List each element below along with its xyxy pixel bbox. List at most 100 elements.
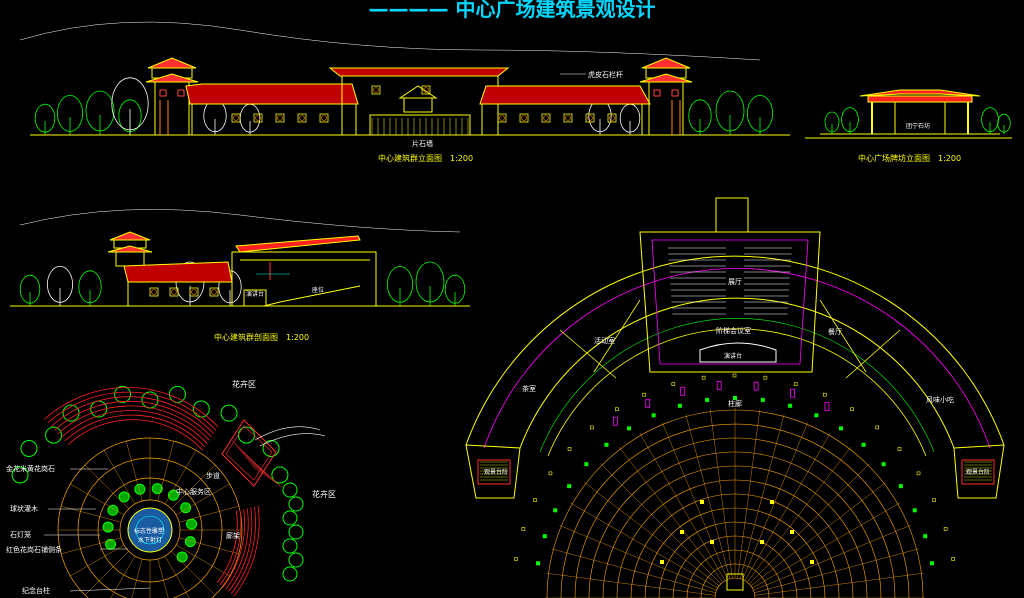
left-wing bbox=[185, 83, 359, 136]
shrub-inner bbox=[176, 551, 188, 563]
plaza-radial bbox=[178, 505, 239, 523]
shrub bbox=[45, 426, 63, 444]
window-ornament bbox=[171, 289, 177, 295]
window-ornament bbox=[211, 289, 217, 295]
red-pavement-arc bbox=[61, 410, 208, 444]
light-fixture bbox=[790, 530, 794, 534]
column bbox=[514, 557, 518, 561]
column bbox=[604, 442, 609, 447]
column-marker bbox=[680, 386, 686, 396]
label-corridor: 柱廊 bbox=[728, 399, 742, 408]
column bbox=[536, 561, 541, 566]
column bbox=[763, 375, 768, 380]
column bbox=[881, 462, 886, 467]
building-plan: 展厅 活动室 茶室 阶梯会议室 演讲台 餐厅 风味小吃 柱廊 观景台阶 观景台阶 bbox=[465, 197, 1005, 598]
amphi-radial bbox=[749, 463, 870, 584]
tree-canopy bbox=[715, 90, 745, 132]
plaza-radial bbox=[70, 544, 125, 577]
label-gate-name: 团宁石坊 bbox=[906, 122, 930, 130]
amphi-ring bbox=[714, 577, 756, 598]
column bbox=[929, 561, 934, 566]
label-stair-left: 观景台阶 bbox=[484, 468, 508, 476]
label-flower-right: 花卉区 bbox=[312, 489, 336, 499]
window-ornament bbox=[151, 289, 157, 295]
red-pavement-arc bbox=[230, 506, 256, 595]
shrub bbox=[288, 524, 304, 540]
window-ornament bbox=[565, 115, 571, 121]
window-ornament bbox=[423, 87, 429, 93]
column bbox=[932, 498, 936, 502]
amphi-radial bbox=[685, 414, 731, 579]
red-pavement-arc bbox=[219, 509, 242, 586]
column bbox=[567, 447, 572, 451]
window bbox=[497, 113, 507, 123]
plaza-plan: 花卉区 花卉区 金花米黄花岗石 球状灌木 石灯笼 红色花岗石铺侧条 纪念台柱 中… bbox=[6, 379, 336, 598]
amphi-radial bbox=[754, 573, 924, 596]
column-marker bbox=[753, 381, 759, 391]
hatch-line bbox=[234, 442, 260, 473]
window bbox=[189, 287, 199, 297]
shrub-inner bbox=[107, 504, 119, 516]
label-path: 步道 bbox=[206, 471, 220, 480]
plaza-radial bbox=[178, 537, 239, 555]
plaza-radial bbox=[175, 544, 230, 577]
plaza-radial bbox=[61, 537, 122, 555]
red-pavement-arc bbox=[47, 391, 217, 431]
plaza-radial bbox=[164, 450, 197, 505]
plaza-radial bbox=[157, 441, 175, 502]
column bbox=[733, 396, 737, 400]
window bbox=[519, 113, 529, 123]
column bbox=[788, 403, 793, 408]
red-pavement-arc bbox=[44, 387, 219, 428]
red-pavement-arc bbox=[222, 509, 245, 588]
window-ornament bbox=[255, 115, 261, 121]
column bbox=[521, 527, 526, 531]
amphi-radial bbox=[742, 422, 808, 580]
label-flower-top: 花卉区 bbox=[232, 379, 256, 389]
window bbox=[563, 113, 573, 123]
amphi-radial bbox=[570, 502, 718, 589]
column bbox=[943, 527, 948, 531]
window-ornament bbox=[233, 115, 239, 121]
label-tea: 茶室 bbox=[522, 384, 536, 393]
label-section-seats: 座位 bbox=[312, 286, 324, 294]
window-ornament bbox=[191, 289, 197, 295]
elevation-gate: 团宁石坊 中心广场牌坊立面图 1:200 bbox=[805, 89, 1012, 163]
shrub-inner bbox=[105, 538, 117, 550]
plaza-radial bbox=[110, 555, 136, 598]
amphi-radial bbox=[747, 447, 851, 583]
amphi-radial bbox=[710, 409, 733, 579]
column bbox=[677, 403, 682, 408]
label-lamp: 石灯笼 bbox=[10, 530, 31, 539]
label-paifang-stone: 虎皮石栏杆 bbox=[588, 70, 623, 79]
light-fixture bbox=[680, 530, 684, 534]
window bbox=[607, 113, 617, 123]
tree-canopy bbox=[415, 261, 445, 303]
window-ornament bbox=[299, 115, 305, 121]
tree-canopy bbox=[997, 113, 1011, 133]
shrub-inner bbox=[102, 521, 114, 533]
caption-elevation-gate: 中心广场牌坊立面图 1:200 bbox=[858, 153, 961, 163]
window bbox=[209, 287, 219, 297]
plaza-radial bbox=[70, 483, 125, 516]
hill-line bbox=[19, 209, 461, 233]
column bbox=[732, 373, 737, 378]
light-fixture bbox=[710, 540, 714, 544]
shrub bbox=[282, 510, 298, 526]
tree-canopy bbox=[747, 95, 774, 132]
caption-elevation-main: 中心建筑群立面图 1:200 bbox=[378, 153, 473, 163]
tree-canopy bbox=[688, 99, 712, 133]
label-fountain-2: 水下射灯 bbox=[138, 536, 162, 544]
window bbox=[231, 113, 241, 123]
amphi-radial bbox=[753, 525, 911, 591]
shrub-inner bbox=[118, 491, 130, 503]
hatch-line bbox=[231, 439, 257, 471]
column bbox=[916, 471, 921, 476]
shrub bbox=[288, 496, 304, 512]
label-lecture: 阶梯会议室 bbox=[716, 326, 751, 335]
window-ornament bbox=[543, 115, 549, 121]
fountain bbox=[127, 507, 173, 553]
amphi-radial bbox=[559, 525, 717, 591]
auditorium bbox=[639, 231, 821, 373]
column bbox=[760, 397, 765, 402]
